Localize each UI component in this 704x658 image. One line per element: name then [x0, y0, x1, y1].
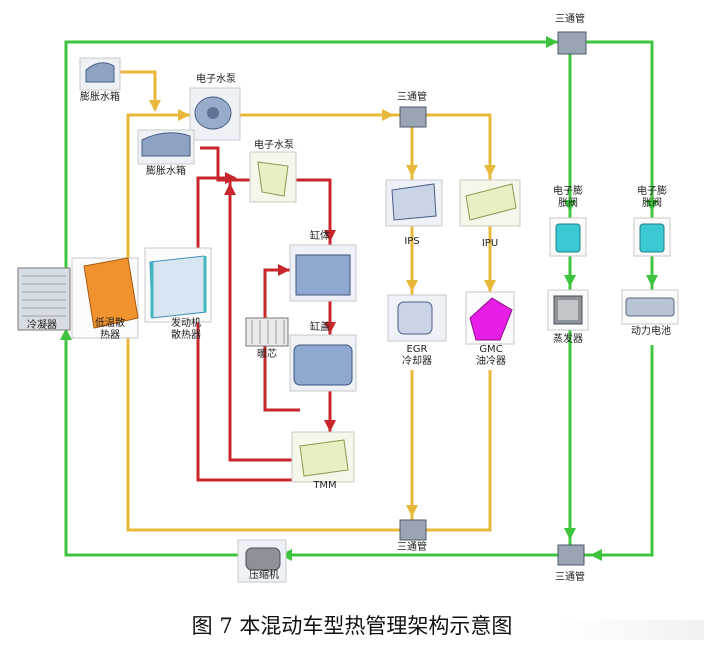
electronic-expansion-valve-1	[549, 217, 587, 257]
yellow-arrows	[149, 100, 496, 517]
cylinder-head-label: 缸盖	[310, 322, 330, 333]
electronic-water-pump-mid-label: 电子水泵	[254, 140, 294, 151]
tee-bottom-center-label: 三通管	[397, 542, 427, 553]
tee-top-center-label: 三通管	[397, 92, 427, 103]
tee-top-center	[399, 106, 427, 128]
compressor-label: 压缩机	[249, 570, 279, 581]
watermark-overlay	[560, 620, 704, 640]
figure-caption: 图 7 本混动车型热管理架构示意图	[191, 614, 513, 638]
expansion-tank-mid-label: 膨胀水箱	[146, 166, 186, 177]
electronic-water-pump-top-label: 电子水泵	[196, 74, 236, 85]
tee-bottom-right	[557, 544, 585, 566]
expansion-tank-mid	[137, 129, 195, 165]
green-arrows	[60, 36, 658, 561]
tmm-label: TMM	[313, 480, 337, 491]
engine-block	[289, 244, 357, 302]
electronic-water-pump-mid	[249, 151, 297, 203]
green-refrigerant-loop	[64, 40, 654, 557]
tee-top-right	[557, 31, 587, 55]
ipu-unit	[459, 179, 521, 227]
red-arrows	[224, 172, 336, 432]
ipu-label: IPU	[481, 238, 499, 249]
electronic-expansion-valve-2-label: 电子膨 胀阀	[637, 186, 667, 209]
engine-radiator-label: 发动机 散热器	[171, 318, 201, 341]
expansion-tank-top	[79, 57, 121, 91]
power-battery-label: 动力电池	[631, 326, 671, 337]
evaporator	[547, 289, 589, 331]
tee-top-right-label: 三通管	[555, 14, 585, 25]
egr-cooler	[387, 294, 447, 342]
gmc-oil-cooler-label: GMC 油冷器	[476, 344, 506, 367]
tmm-unit	[291, 431, 355, 483]
electronic-expansion-valve-1-label: 电子膨 胀阀	[553, 186, 583, 209]
ips-label: IPS	[404, 236, 420, 247]
condenser	[17, 267, 71, 331]
ips-unit	[385, 179, 443, 227]
heater-core-label: 暖芯	[257, 349, 277, 360]
gmc-oil-cooler	[465, 291, 515, 345]
low-temp-radiator-label: 低温散 热器	[95, 318, 125, 341]
engine-radiator	[144, 247, 212, 323]
cylinder-head	[289, 334, 357, 392]
evaporator-label: 蒸发器	[553, 334, 583, 345]
low-temp-radiator	[71, 257, 139, 339]
egr-cooler-label: EGR 冷却器	[402, 344, 432, 367]
heater-core	[245, 317, 289, 347]
engine-block-label: 缸体	[310, 231, 330, 242]
tee-bottom-right-label: 三通管	[555, 572, 585, 583]
electronic-water-pump-top	[189, 87, 241, 141]
power-battery	[621, 289, 679, 325]
expansion-tank-top-label: 膨胀水箱	[80, 92, 120, 103]
electronic-expansion-valve-2	[633, 217, 671, 257]
condenser-label: 冷凝器	[27, 320, 57, 331]
compressor	[237, 539, 287, 583]
tee-bottom-center	[399, 519, 427, 541]
